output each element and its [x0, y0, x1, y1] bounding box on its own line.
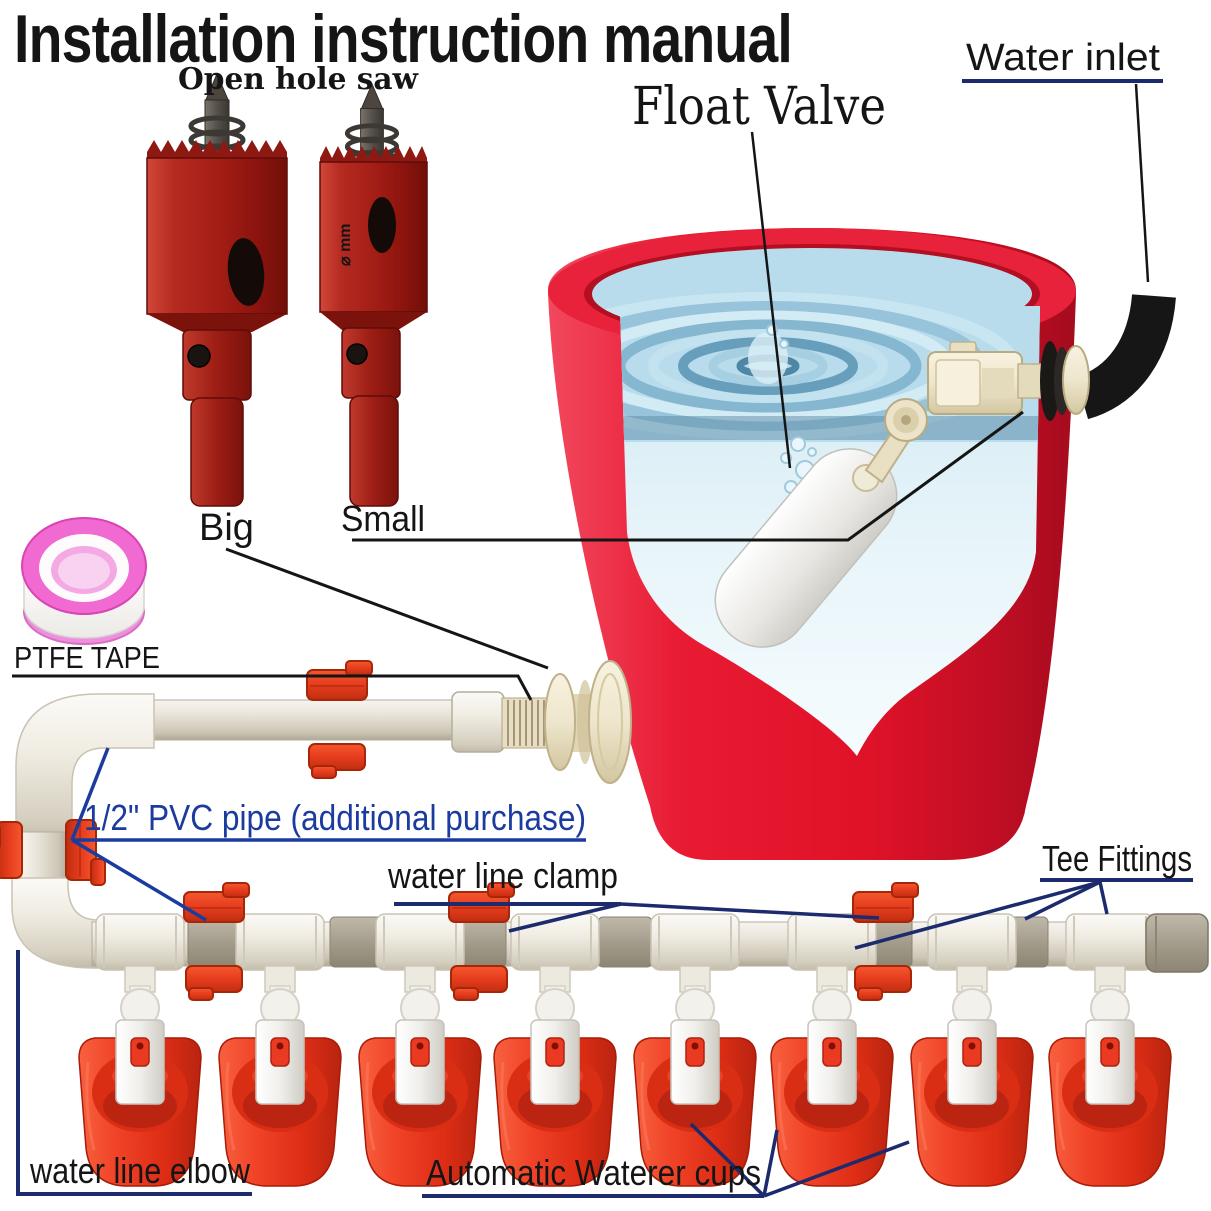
- waterer-cup: [909, 984, 1035, 1188]
- pipe-end-cap: [1145, 913, 1209, 973]
- tee-pointer-line-1: [854, 880, 1101, 950]
- waterer-cup: [1047, 984, 1173, 1188]
- water-inlet-label: Water inlet: [966, 37, 1160, 79]
- cups-pointer-line-2: [762, 1129, 779, 1197]
- cups-pointer-line-1: [689, 1122, 766, 1198]
- water-line-elbow-label: water line elbow: [29, 1150, 251, 1191]
- waterer-cups-label: Automatic Waterer cups: [426, 1152, 761, 1193]
- saw-size-marking: ⌀ mm: [337, 223, 354, 266]
- big-label: Big: [199, 507, 254, 549]
- clamp-pointer-line-left: [508, 902, 622, 933]
- upper-pipe-assembly: [0, 660, 632, 969]
- big-pointer-line: [225, 547, 549, 670]
- water-surface-ripples: [592, 248, 1040, 442]
- small-label: Small: [341, 498, 425, 539]
- tee-fitting: [1065, 913, 1155, 993]
- pvc-pointer-line-up: [70, 747, 110, 841]
- hole-saw-small: ⌀ mm: [319, 84, 428, 507]
- saw-slot: [368, 197, 396, 253]
- upper-elbow: [15, 693, 155, 843]
- wall-grommet: [1040, 341, 1060, 421]
- float-valve-label: Float Valve: [632, 77, 886, 137]
- lower-pipe-assembly: [91, 882, 1209, 1001]
- tee-fitting: [650, 913, 740, 993]
- float-valve: [714, 293, 1176, 648]
- vertical-pipe: [19, 831, 69, 885]
- clamp-pointer-line-right: [620, 902, 880, 920]
- small-pointer-line: [352, 410, 1024, 542]
- pvc-pipe-label: 1/2" PVC pipe (additional purchase): [84, 797, 586, 838]
- water-inlet-pointer-line: [1134, 83, 1150, 283]
- water-line-clamp-label: water line clamp: [387, 855, 618, 896]
- hole-saw-big: [146, 74, 288, 507]
- page-title: Installation instruction manual: [14, 1, 792, 77]
- set-screw: [187, 344, 211, 368]
- tee-pointer-line-3: [1098, 881, 1109, 915]
- ptfe-tape-label: PTFE TAPE: [14, 640, 160, 675]
- annotation-lines: [12, 79, 1193, 1198]
- valve-locknut: [1062, 345, 1090, 415]
- tee-fitting: [235, 913, 325, 993]
- elbow-pointer-line: [16, 950, 252, 1196]
- tee-pointer-line-2: [1024, 880, 1101, 921]
- upper-pipe: [149, 699, 456, 741]
- tee-fitting: [95, 913, 185, 993]
- ptfe-tape-roll: [21, 517, 147, 645]
- set-screw: [346, 343, 368, 365]
- open-hole-saw-label: Open hole saw: [178, 62, 419, 97]
- ptfe-pointer-line: [12, 674, 533, 701]
- water-inlet-hose: [1074, 293, 1176, 420]
- tee-fittings-label: Tee Fittings: [1042, 838, 1192, 879]
- cups-pointer-line-3: [763, 1140, 910, 1198]
- male-adapter: [451, 691, 549, 753]
- saw-slot: [227, 238, 265, 306]
- float-valve-pointer-line: [750, 131, 792, 469]
- pvc-pointer-line-down: [71, 838, 207, 922]
- bulkhead-fitting: [544, 660, 632, 784]
- text-labels: Installation instruction manual Open hol…: [14, 1, 1192, 1193]
